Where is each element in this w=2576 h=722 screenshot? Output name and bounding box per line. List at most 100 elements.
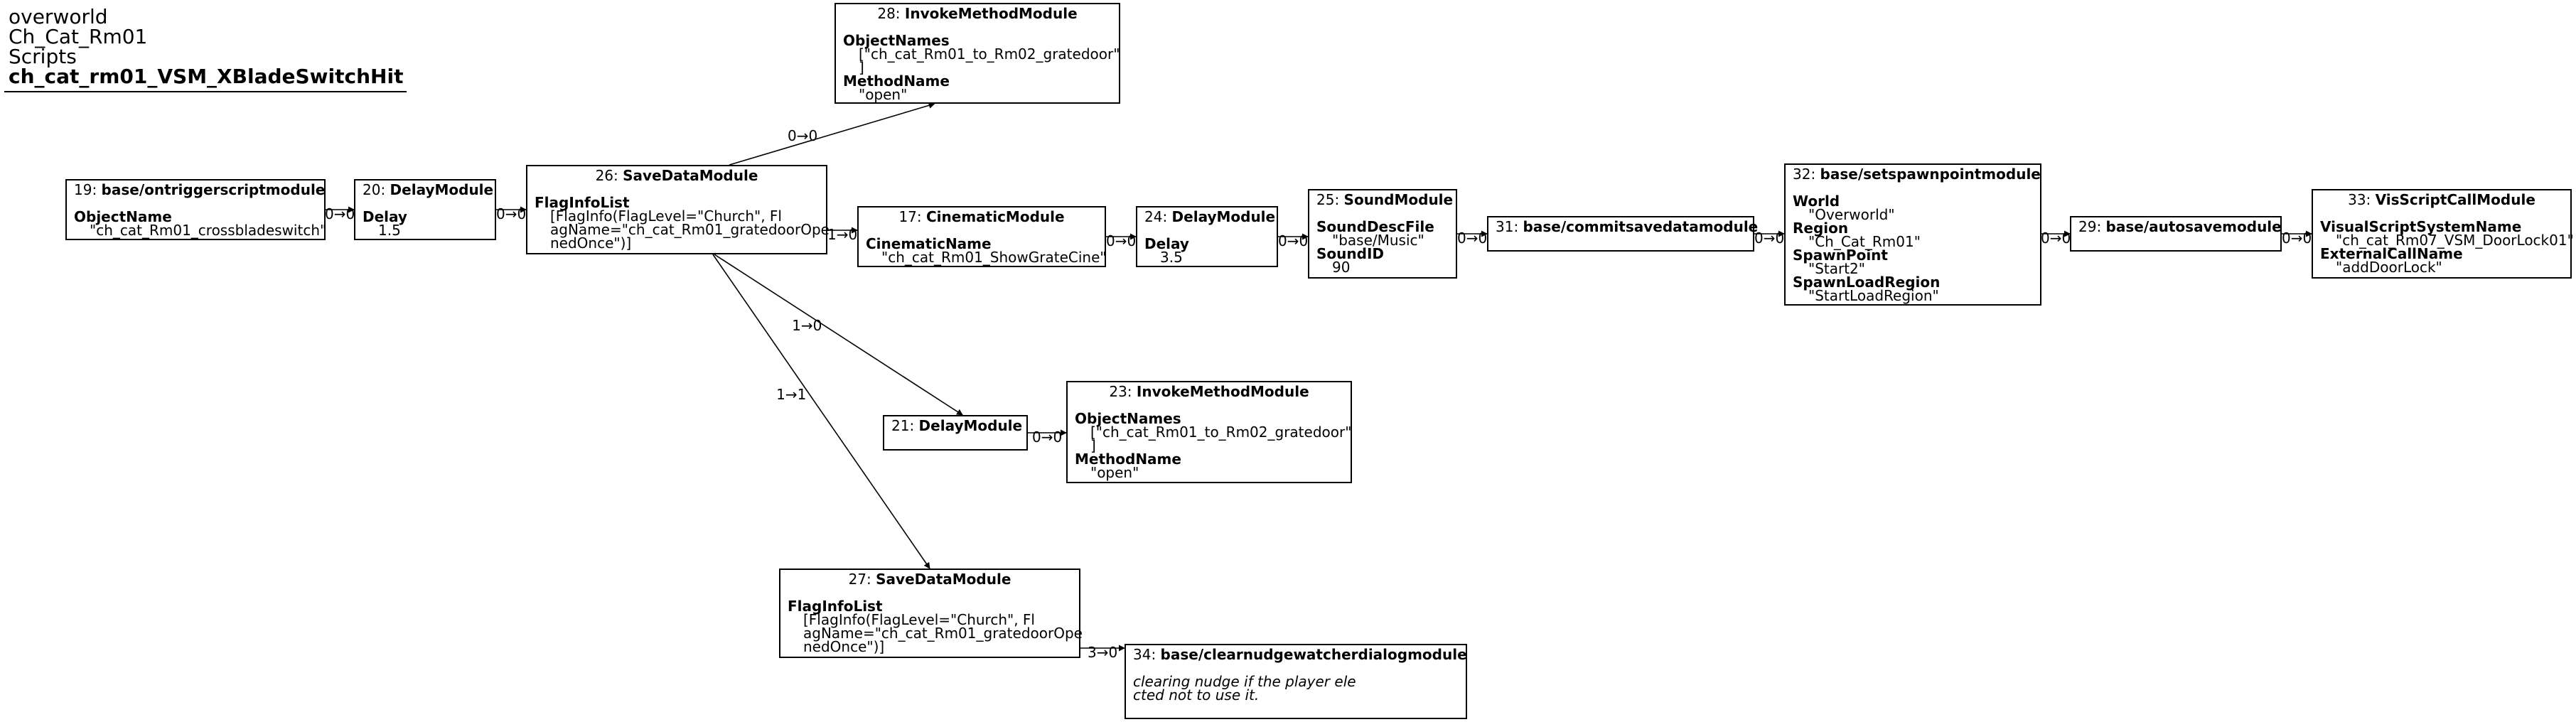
edge-label-20-to-26: 0→0	[496, 205, 527, 222]
property-value: "ch_cat_Rm01_crossbladeswitch"	[90, 222, 327, 239]
property-value: "addDoorLock"	[2336, 259, 2442, 276]
node-module-name: CinematicModule	[925, 208, 1065, 225]
node-id: 33:	[2348, 191, 2371, 208]
node-module-name: base/setspawnpointmodule	[1820, 166, 2041, 183]
node-id: 24:	[1144, 208, 1168, 225]
property-name: MethodName	[843, 72, 950, 90]
node-34-clearnudgewatcherdialogmodule[interactable]: 34: base/clearnudgewatcherdialogmodule cl…	[1125, 644, 1467, 719]
node-title: 20: DelayModule	[363, 181, 493, 198]
node-id: 19:	[74, 181, 97, 198]
property-value: [FlagInfo(FlagLevel="Church", Fl agName=…	[803, 611, 1083, 655]
node-title: 17: CinematicModule	[866, 210, 1098, 224]
node-title: 31: base/commitsavedatamodule	[1496, 220, 1758, 234]
property-name: FlagInfoList	[788, 598, 883, 615]
node-title: 21: DelayModule	[891, 417, 1022, 434]
node-id: 28:	[877, 5, 901, 22]
edge-label-26-to-21: 1→0	[792, 316, 822, 334]
node-title: 28: InvokeMethodModule	[843, 5, 1112, 22]
property-value: 1.5	[378, 222, 401, 239]
edge-label-32-to-29: 0→0	[2041, 230, 2071, 247]
node-id: 21:	[891, 417, 915, 434]
edge-label-17-to-24: 0→0	[1106, 232, 1137, 249]
header-world: overworld	[9, 5, 108, 28]
property-name: FlagInfoList	[535, 194, 630, 211]
property-value: "ch_cat_Rm07_VSM_DoorLock01"	[2336, 232, 2574, 249]
property-name: ObjectNames	[1075, 410, 1181, 427]
edge-26-to-27	[712, 254, 930, 569]
property-name: Delay	[1144, 235, 1189, 252]
node-module-name: SaveDataModule	[876, 571, 1011, 588]
node-31-commitsavedatamodule[interactable]: 31: base/commitsavedatamodule	[1487, 216, 1758, 252]
property-name: SpawnPoint	[1793, 247, 1888, 264]
edge-label-21-to-23: 0→0	[1032, 429, 1063, 446]
header-category: Scripts	[9, 45, 77, 68]
node-title: 29: base/autosavemodule	[2078, 218, 2282, 235]
node-title: 32: base/setspawnpointmodule	[1793, 166, 2041, 183]
node-module-name: base/ontriggerscriptmodule	[101, 181, 326, 198]
node-id: 32:	[1793, 166, 1816, 183]
node-id: 27:	[848, 571, 871, 588]
node-id: 34:	[1133, 646, 1156, 663]
header-room: Ch_Cat_Rm01	[9, 25, 148, 48]
property-name: SoundDescFile	[1316, 218, 1434, 235]
edge-label-24-to-25: 0→0	[1278, 232, 1309, 249]
property-value: [FlagInfo(FlagLevel="Church", Fl agName=…	[550, 208, 830, 252]
node-module-name: DelayModule	[390, 181, 494, 198]
property-name: ObjectName	[74, 208, 172, 225]
node-module-name: InvokeMethodModule	[904, 5, 1078, 22]
edge-26-to-28	[729, 102, 935, 166]
property-value: "Start2"	[1808, 260, 1865, 277]
node-title: 26: SaveDataModule	[535, 167, 819, 184]
node-module-name: base/commitsavedatamodule	[1523, 218, 1759, 235]
property-value: ["ch_cat_Rm01_to_Rm02_gratedoor" ]	[859, 45, 1120, 76]
property-name: ExternalCallName	[2320, 245, 2463, 262]
node-id: 29:	[2078, 218, 2102, 235]
node-21-delaymodule[interactable]: 21: DelayModule	[883, 415, 1028, 451]
node-module-name: DelayModule	[1171, 208, 1276, 225]
edge-label-26-to-17: 1→0	[827, 226, 858, 243]
node-id: 25:	[1316, 191, 1340, 208]
property-value: 3.5	[1160, 249, 1183, 266]
edge-label-19-to-20: 0→0	[325, 205, 355, 222]
node-title: 33: VisScriptCallModule	[2320, 193, 2563, 207]
property-name: World	[1793, 193, 1840, 210]
node-module-name: SoundModule	[1343, 191, 1454, 208]
edge-label-31-to-32: 0→0	[1754, 230, 1785, 247]
node-comment: clearing nudge if the player ele cted no…	[1133, 673, 1356, 704]
property-name: SpawnLoadRegion	[1793, 274, 1941, 291]
node-title: 25: SoundModule	[1316, 191, 1453, 208]
property-value: "base/Music"	[1332, 232, 1424, 249]
node-title: 34: base/clearnudgewatcherdialogmodule	[1133, 646, 1467, 663]
node-module-name: VisScriptCallModule	[2375, 191, 2535, 208]
property-value: "open"	[1090, 464, 1139, 481]
node-29-autosavemodule[interactable]: 29: base/autosavemodule	[2070, 216, 2282, 252]
property-value: "Ch_Cat_Rm01"	[1808, 233, 1921, 250]
edge-label-26-to-28: 0→0	[788, 127, 818, 145]
node-id: 20:	[363, 181, 386, 198]
node-module-name: InvokeMethodModule	[1136, 383, 1309, 400]
edge-26-to-21	[714, 254, 963, 416]
node-title: 19: base/ontriggerscriptmodule	[74, 181, 325, 198]
edge-label-26-to-27: 1→1	[776, 385, 807, 403]
node-module-name: base/autosavemodule	[2105, 218, 2282, 235]
property-value: "StartLoadRegion"	[1808, 287, 1939, 304]
node-id: 23:	[1109, 383, 1132, 400]
node-module-name: SaveDataModule	[623, 167, 758, 184]
edge-label-25-to-31: 0→0	[1457, 230, 1488, 247]
node-module-name: DelayModule	[918, 417, 1023, 434]
node-id: 26:	[595, 167, 618, 184]
property-name: CinematicName	[866, 235, 992, 252]
property-name: VisualScriptSystemName	[2320, 218, 2522, 235]
